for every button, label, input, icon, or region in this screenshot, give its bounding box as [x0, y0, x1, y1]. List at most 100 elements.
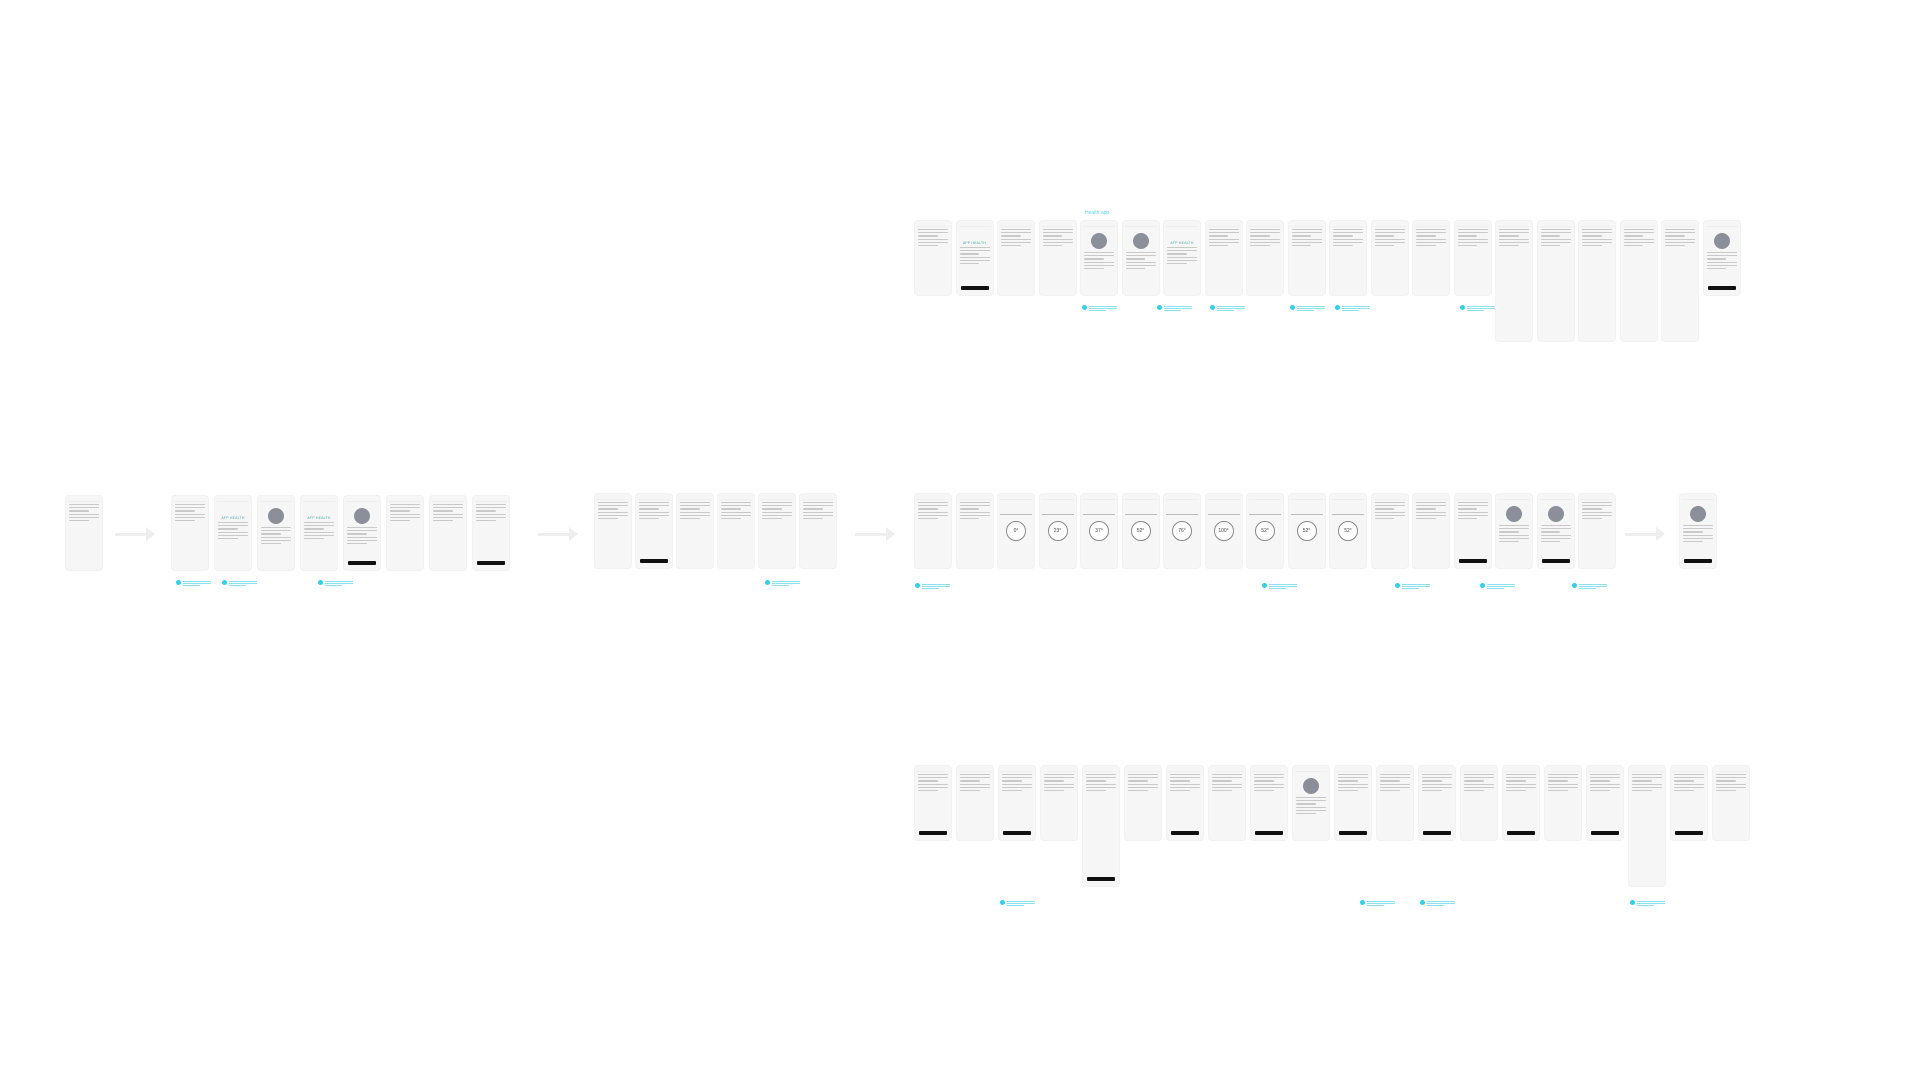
- primary-button[interactable]: [960, 286, 989, 290]
- phone-screen[interactable]: [1413, 221, 1449, 295]
- phone-screen[interactable]: [1293, 766, 1329, 840]
- phone-screen[interactable]: [1579, 221, 1615, 341]
- primary-button[interactable]: [1707, 286, 1736, 290]
- phone-screen[interactable]: 52°: [1330, 494, 1366, 568]
- phone-screen[interactable]: [1083, 766, 1119, 886]
- phone-screen[interactable]: [344, 496, 380, 570]
- primary-button[interactable]: [1675, 831, 1703, 835]
- phone-screen[interactable]: [1288, 221, 1325, 295]
- phone-screen[interactable]: [759, 494, 795, 568]
- phone-screen[interactable]: AFP HEALTH: [215, 496, 251, 570]
- phone-screen[interactable]: [595, 494, 631, 568]
- phone-screen[interactable]: [1335, 766, 1371, 840]
- primary-button[interactable]: [1541, 559, 1570, 563]
- phone-screen[interactable]: [1039, 221, 1076, 295]
- phone-screen[interactable]: [1247, 221, 1283, 295]
- phone-screen[interactable]: [1205, 221, 1242, 295]
- annotation-note[interactable]: [1460, 305, 1495, 312]
- phone-screen[interactable]: [915, 766, 951, 840]
- annotation-note[interactable]: [222, 580, 257, 587]
- phone-screen[interactable]: [473, 496, 509, 570]
- annotation-note[interactable]: [1335, 305, 1370, 312]
- annotation-note[interactable]: [1157, 305, 1192, 312]
- phone-screen[interactable]: [172, 496, 208, 570]
- phone-screen[interactable]: [1713, 766, 1749, 840]
- phone-screen[interactable]: 0°: [998, 494, 1034, 568]
- annotation-note[interactable]: [318, 580, 353, 587]
- primary-button[interactable]: [1171, 831, 1199, 835]
- phone-screen[interactable]: [1167, 766, 1203, 840]
- phone-screen[interactable]: [1537, 494, 1574, 568]
- phone-screen[interactable]: [1496, 494, 1532, 568]
- phone-screen[interactable]: [1081, 221, 1117, 295]
- phone-screen[interactable]: 52°: [1288, 494, 1325, 568]
- primary-button[interactable]: [919, 831, 947, 835]
- phone-screen[interactable]: [1251, 766, 1287, 840]
- phone-screen[interactable]: [998, 221, 1034, 295]
- phone-screen[interactable]: [1419, 766, 1455, 840]
- phone-screen[interactable]: [1122, 221, 1159, 295]
- annotation-note[interactable]: [915, 583, 950, 590]
- phone-screen[interactable]: [1461, 766, 1497, 840]
- phone-screen[interactable]: [1371, 494, 1408, 568]
- phone-screen[interactable]: [1545, 766, 1581, 840]
- annotation-note[interactable]: [1290, 305, 1325, 312]
- annotation-note[interactable]: [1000, 900, 1035, 907]
- phone-screen[interactable]: [1662, 221, 1698, 341]
- phone-screen[interactable]: [1537, 221, 1574, 341]
- primary-button[interactable]: [1507, 831, 1535, 835]
- phone-screen[interactable]: [915, 494, 951, 568]
- phone-screen[interactable]: [1209, 766, 1245, 840]
- primary-button[interactable]: [477, 561, 505, 565]
- phone-screen[interactable]: [1680, 494, 1716, 568]
- annotation-note[interactable]: [176, 580, 211, 587]
- phone-screen[interactable]: [957, 766, 993, 840]
- phone-screen[interactable]: AFP HEALTH: [956, 221, 993, 295]
- phone-screen[interactable]: 100°: [1205, 494, 1242, 568]
- annotation-note[interactable]: [1360, 900, 1395, 907]
- primary-button[interactable]: [1003, 831, 1031, 835]
- primary-button[interactable]: [1591, 831, 1619, 835]
- annotation-note[interactable]: [1395, 583, 1430, 590]
- phone-screen[interactable]: [1496, 221, 1532, 341]
- phone-screen[interactable]: [1587, 766, 1623, 840]
- phone-screen[interactable]: [999, 766, 1035, 840]
- annotation-note[interactable]: [1630, 900, 1665, 907]
- primary-button[interactable]: [1684, 559, 1712, 563]
- phone-screen[interactable]: [1703, 221, 1740, 295]
- primary-button[interactable]: [1087, 877, 1115, 881]
- primary-button[interactable]: [640, 559, 668, 563]
- phone-screen[interactable]: [1041, 766, 1077, 840]
- phone-screen[interactable]: [66, 496, 102, 570]
- phone-screen[interactable]: [1413, 494, 1449, 568]
- phone-screen[interactable]: 37°: [1081, 494, 1117, 568]
- primary-button[interactable]: [1255, 831, 1283, 835]
- phone-screen[interactable]: [800, 494, 836, 568]
- phone-screen[interactable]: [718, 494, 754, 568]
- phone-screen[interactable]: [677, 494, 713, 568]
- phone-screen[interactable]: AFP HEALTH: [1164, 221, 1200, 295]
- phone-screen[interactable]: [1620, 221, 1657, 341]
- phone-screen[interactable]: 52°: [1247, 494, 1283, 568]
- phone-screen[interactable]: 23°: [1039, 494, 1076, 568]
- phone-screen[interactable]: [1330, 221, 1366, 295]
- phone-screen[interactable]: [387, 496, 423, 570]
- phone-screen[interactable]: [1371, 221, 1408, 295]
- phone-screen[interactable]: [1125, 766, 1161, 840]
- phone-screen[interactable]: [636, 494, 672, 568]
- annotation-note[interactable]: [1480, 583, 1515, 590]
- phone-screen[interactable]: [1629, 766, 1665, 886]
- phone-screen[interactable]: [1377, 766, 1413, 840]
- annotation-note[interactable]: [1572, 583, 1607, 590]
- phone-screen[interactable]: [956, 494, 993, 568]
- annotation-note[interactable]: [1262, 583, 1297, 590]
- primary-button[interactable]: [1339, 831, 1367, 835]
- phone-screen[interactable]: [1454, 494, 1491, 568]
- annotation-note[interactable]: [1082, 305, 1117, 312]
- phone-screen[interactable]: [915, 221, 951, 295]
- annotation-note[interactable]: [765, 580, 800, 587]
- phone-screen[interactable]: AFP HEALTH: [301, 496, 337, 570]
- phone-screen[interactable]: 52°: [1122, 494, 1159, 568]
- annotation-note[interactable]: [1210, 305, 1245, 312]
